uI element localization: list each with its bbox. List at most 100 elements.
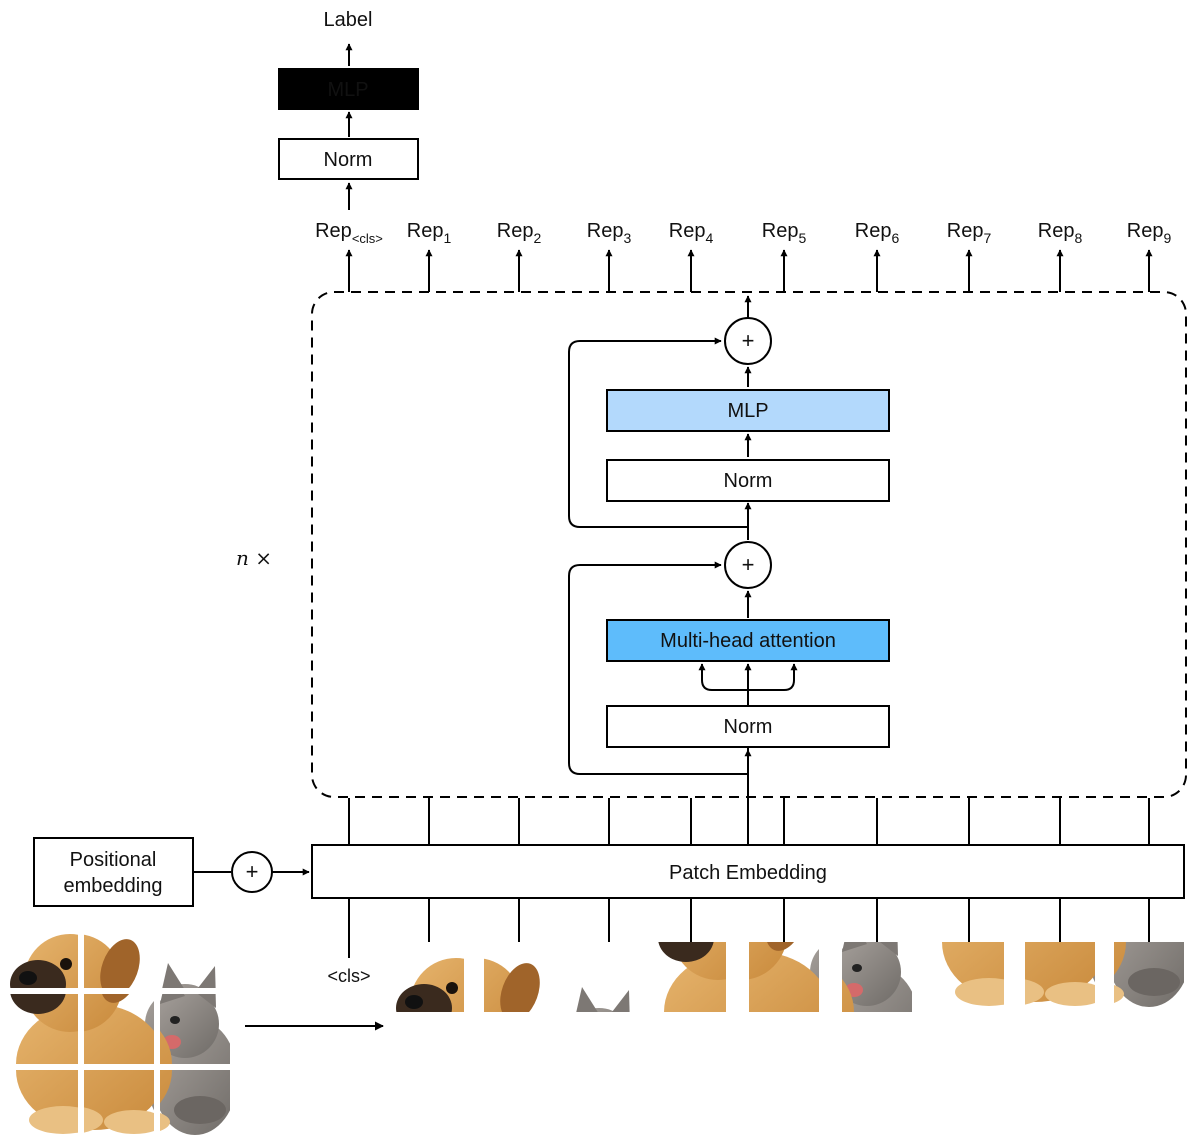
source-tile-0-0 [10,934,78,988]
puppy-eye [60,958,72,970]
multi-head-attention-box [606,619,890,662]
skip-connection-top [568,337,748,528]
kitten-ear [198,966,216,988]
puppy-paw [29,1106,78,1134]
patch-embedding-label: Patch Embedding [669,862,827,884]
kitten-ear [880,942,898,956]
source-image-grid [10,934,230,1135]
encoder-norm-bottom-box [606,705,890,748]
kitten-body [567,1037,651,1139]
head-mlp-box [278,68,419,110]
puppy-paw [104,1110,154,1134]
puppy-paw [700,1048,768,1076]
puppy-body [402,1022,546,1139]
patch-lines-up [348,798,1150,845]
rep-label-sub: 6 [891,230,899,246]
source-tile-2-0 [16,1070,78,1134]
puppy-paw [415,1118,483,1139]
puppy-paw [455,1118,523,1139]
rep-label-sub: 9 [1163,230,1171,246]
puppy-nose [667,925,685,939]
puppy-paw [792,1052,852,1076]
puppy-nose [19,971,37,985]
puppy-nose [690,925,708,939]
source-tile-0-2 [162,963,216,988]
puppy-body [160,1030,172,1064]
puppy-paw [84,1107,103,1133]
patch-lines-down [348,898,1150,958]
puppy-eye [731,912,743,924]
kitten-mouth [1117,913,1135,927]
kitten-eye [829,964,839,972]
kitten-paw [548,1108,600,1136]
kitten-ear [796,917,821,952]
puppy-paw [746,1052,806,1076]
puppy-paw [504,1122,564,1139]
kitten-eye [544,1034,554,1042]
head-norm-label: Norm [324,149,373,171]
patch-tile-2-0 [942,942,1004,1006]
kitten-eye [564,1034,574,1042]
kitten-ear [612,990,630,1012]
rep-label-8: Rep8 [1038,220,1083,246]
positional-embedding-line2: embedding [64,875,163,897]
puppy-muzzle [396,984,452,1012]
puppy-body [1114,942,1126,976]
puppy-muzzle [658,942,714,962]
rep-label-sub: <cls> [352,231,383,246]
transformer-encoder: n × + MLP Norm + Multi-head attention No… [236,291,1187,798]
rep-label-9: Rep9 [1127,220,1172,246]
patch-tile-2-1 [1025,913,1116,1006]
kitten-eye [852,964,862,972]
rep-label-sub: 3 [623,230,631,246]
rep-label-base: Rep [315,220,352,242]
puppy-eye [466,982,478,994]
kitten-head [583,1008,615,1012]
puppy-paw [769,1052,829,1076]
encoder-mlp-box [606,389,890,432]
encoder-norm-top-box [606,459,890,502]
puppy-eye [446,982,458,994]
puppy-paw [1045,982,1095,1006]
kitten-head [525,1008,593,1076]
rep-label-base: Rep [762,220,799,242]
rep-label-sub: 5 [798,230,806,246]
cls-token-label: <cls> [327,966,370,986]
rep-label-base: Rep [497,220,534,242]
kitten-paw [1128,968,1180,996]
kitten-mouth [822,983,840,997]
residual-add-top [724,317,772,365]
kitten-ear [554,987,579,1022]
kitten-mouth [1098,913,1116,927]
kitten-body [547,1037,631,1139]
puppy-body [422,1022,566,1139]
puppy-head [749,942,787,980]
source-tile-2-2 [160,1070,230,1135]
repeat-label: n × [236,546,272,570]
rep-label-3: Rep3 [587,220,632,246]
positional-embedding-box [33,837,194,907]
rep-label-0: Rep<cls> [315,220,383,246]
kitten-paw [810,1038,862,1066]
puppy-paw [1025,979,1044,1005]
kitten-eye [584,1034,594,1042]
rep-label-1: Rep1 [407,220,452,246]
head-mlp-label: MLP [327,79,368,101]
patch-tile-2-2 [1114,913,1184,1007]
patch-tile-0-2 [455,987,651,1139]
plus-top-label: + [742,328,755,353]
patch-embedding-box [311,844,1185,899]
puppy-ear [100,939,140,988]
rep-label-7: Rep7 [947,220,992,246]
kitten-ear [842,942,867,952]
source-tile-0-1 [84,934,140,988]
classification-head: Label MLP Norm [278,9,419,210]
rep-label-6: Rep6 [855,220,900,246]
puppy-paw [723,1048,791,1076]
patch-tile-0-1 [422,958,631,1139]
patch-tile-1-1 [690,912,840,1076]
rep-label-sub: 7 [983,230,991,246]
rep-label-base: Rep [587,220,624,242]
